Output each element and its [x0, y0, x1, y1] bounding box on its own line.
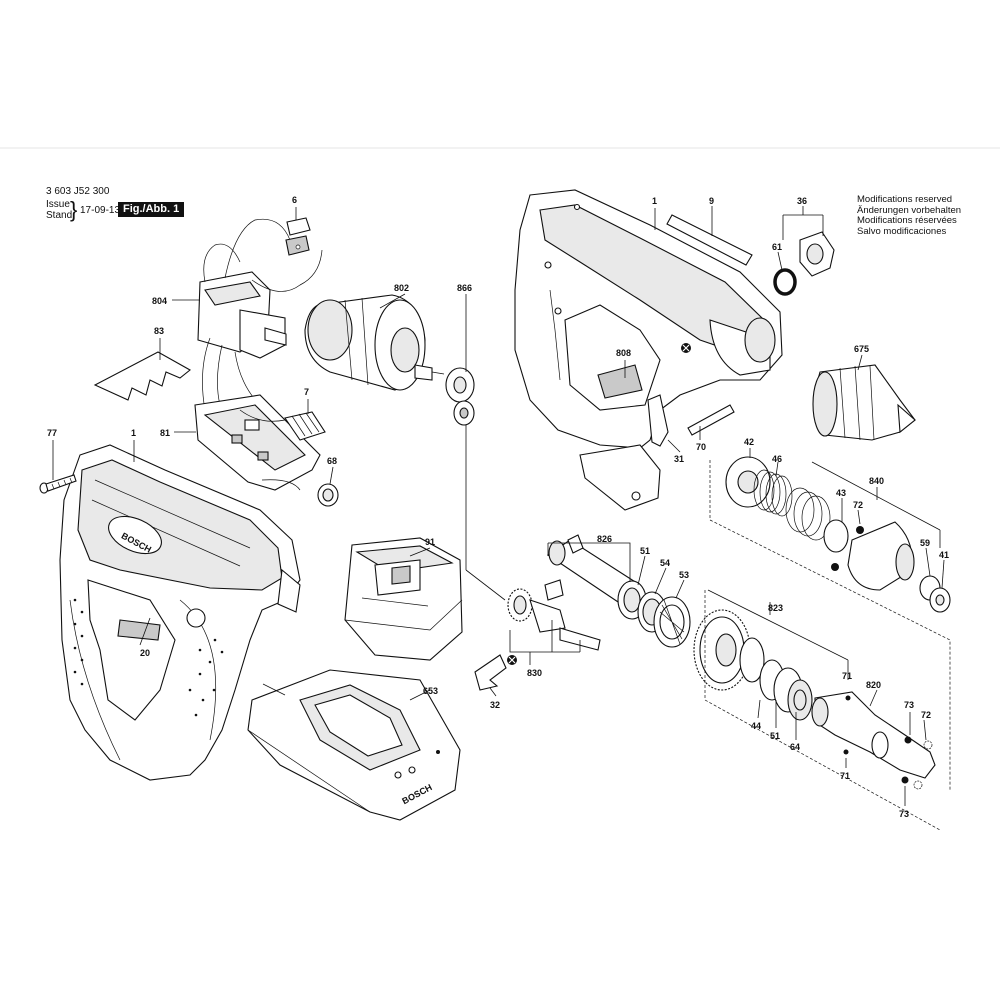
connector-6: [285, 217, 311, 256]
callouts: 6 802 866 804 83 7 81 68 77 1 20 91 653 …: [47, 195, 949, 819]
marker-808-x: [681, 343, 691, 353]
callout-1-housing: 1: [131, 428, 136, 438]
pad-83: [93, 351, 191, 401]
callout-808: 808: [616, 348, 631, 358]
callout-68: 68: [327, 456, 337, 466]
callout-826: 826: [597, 534, 612, 544]
spring-46: [753, 469, 793, 517]
note-en: Modifications reserved: [857, 194, 953, 205]
shaft-826: [547, 534, 641, 611]
motor-802: [304, 294, 445, 391]
part-number: 3 603 J52 300: [46, 186, 110, 197]
callout-840: 840: [869, 476, 884, 486]
header-brace: }: [70, 197, 78, 222]
chuck-675: [812, 364, 916, 441]
tool-holder-840: [785, 487, 951, 613]
intermediate-shaft-830: [507, 579, 601, 651]
callout-53: 53: [679, 570, 689, 580]
callout-91: 91: [425, 537, 435, 547]
lever-36: [799, 231, 835, 277]
callout-804: 804: [152, 296, 167, 306]
note-es: Salvo modificaciones: [857, 225, 947, 237]
callout-72-upper: 72: [853, 500, 863, 510]
callout-64: 64: [790, 742, 800, 752]
stand-label: Stand: [46, 210, 73, 221]
callout-1-gear-housing: 1: [652, 196, 657, 206]
callout-54: 54: [660, 558, 670, 568]
callout-41: 41: [939, 550, 949, 560]
o-ring-61: [773, 268, 797, 296]
connector-7: [239, 409, 326, 441]
modification-notes: Modifications reserved Änderungen vorbeh…: [857, 194, 962, 237]
callout-830: 830: [527, 668, 542, 678]
figure-label: Fig./Abb. 1: [118, 202, 185, 217]
ball-71a: [845, 695, 851, 701]
callout-675: 675: [854, 344, 869, 354]
callout-6: 6: [292, 195, 297, 205]
issue-label: Issue: [46, 199, 70, 210]
spindle-820: [811, 691, 936, 790]
callout-51-upper: 51: [640, 546, 650, 556]
clip-32: [474, 654, 517, 691]
callout-71-lower: 71: [840, 771, 850, 781]
callout-653: 653: [423, 686, 438, 696]
callout-36: 36: [797, 196, 807, 206]
note-fr: Modifications réservées: [857, 215, 957, 226]
main-housing: BOSCH: [59, 444, 301, 781]
callout-46: 46: [772, 454, 782, 464]
callout-73-lower: 73: [899, 809, 909, 819]
callout-9: 9: [709, 196, 714, 206]
callout-71-upper: 71: [842, 671, 852, 681]
callout-59: 59: [920, 538, 930, 548]
callout-44: 44: [751, 721, 761, 731]
callout-83: 83: [154, 326, 164, 336]
issue-date: 17-09-13: [80, 205, 121, 216]
switch-804: [197, 218, 323, 411]
callout-61: 61: [772, 242, 782, 252]
callout-51-lower: 51: [770, 731, 780, 741]
bearing-866: [445, 367, 475, 426]
callout-31: 31: [674, 454, 684, 464]
circuit-board-81: [194, 394, 321, 491]
bit-31: [647, 394, 669, 447]
needle-bearing-53: [653, 596, 691, 648]
callout-820: 820: [866, 680, 881, 690]
callout-81: 81: [160, 428, 170, 438]
ring-68: [317, 483, 339, 507]
gear-823: [693, 609, 813, 721]
pin-70: [687, 404, 735, 436]
note-de: Änderungen vorbehalten: [857, 204, 962, 216]
gear-housing: [514, 189, 783, 511]
callout-823: 823: [768, 603, 783, 613]
callout-43: 43: [836, 488, 846, 498]
callout-802: 802: [394, 283, 409, 293]
battery-pack-91: [344, 537, 463, 661]
charger-653: BOSCH: [247, 669, 461, 821]
callout-866: 866: [457, 283, 472, 293]
strip-9: [666, 214, 753, 266]
callout-42: 42: [744, 437, 754, 447]
callout-77: 77: [47, 428, 57, 438]
callout-32: 32: [490, 700, 500, 710]
callout-7: 7: [304, 387, 309, 397]
callout-70: 70: [696, 442, 706, 452]
leader-lines: [52, 206, 951, 831]
callout-72-lower: 72: [921, 710, 931, 720]
callout-20: 20: [140, 648, 150, 658]
washer-42: [725, 456, 771, 508]
callout-73-upper: 73: [904, 700, 914, 710]
charger-cord: [262, 683, 286, 696]
screw-77: [39, 474, 77, 494]
ball-71b: [843, 749, 849, 755]
